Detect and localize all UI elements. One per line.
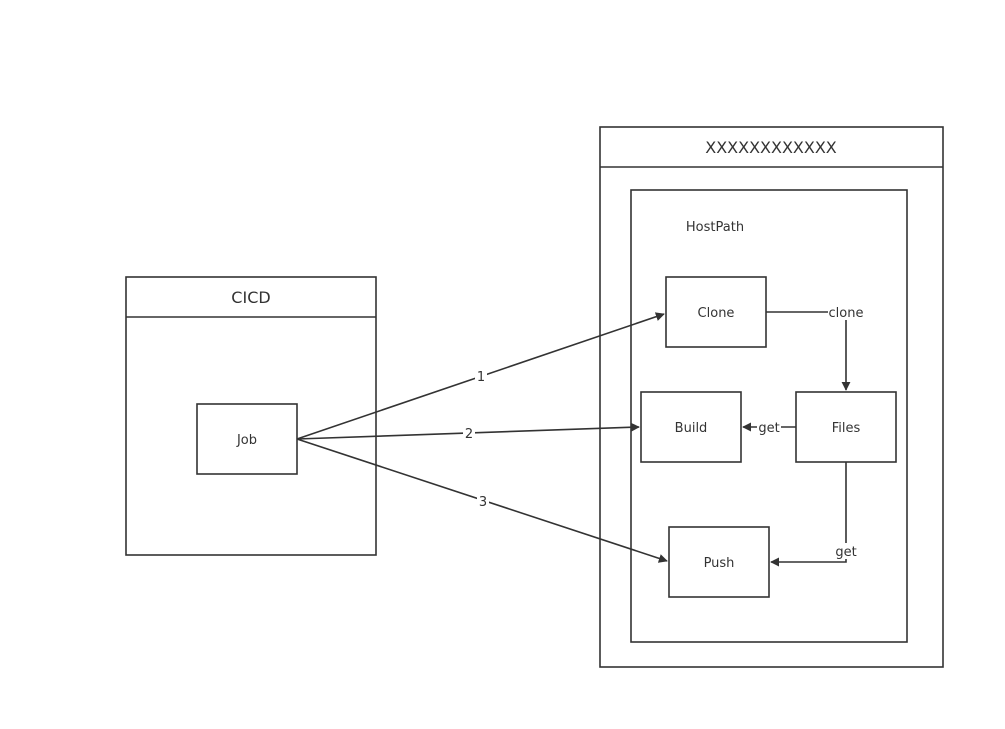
edge-files-build-label: get: [758, 421, 779, 436]
edge-files-push[interactable]: get: [770, 462, 858, 567]
job-label: Job: [236, 433, 257, 448]
clone-label: Clone: [698, 306, 735, 321]
edge-clone-files[interactable]: clone: [766, 304, 864, 391]
hostpath-title: HostPath: [686, 220, 744, 235]
push-label: Push: [704, 556, 735, 571]
edge-job-clone[interactable]: 1: [296, 312, 665, 440]
files-label: Files: [832, 421, 861, 436]
job-node[interactable]: Job: [196, 403, 298, 475]
cicd-title: CICD: [231, 288, 270, 307]
edge-job-clone-label: 1: [477, 370, 485, 385]
build-label: Build: [675, 421, 708, 436]
edge-job-push-label: 3: [479, 495, 487, 510]
edge-files-push-label: get: [835, 545, 856, 560]
edge-job-push[interactable]: 3: [296, 438, 668, 563]
server-title: XXXXXXXXXXXX: [705, 138, 837, 157]
files-node[interactable]: Files: [795, 391, 897, 463]
edge-job-build-label: 2: [465, 427, 473, 442]
build-node[interactable]: Build: [640, 391, 742, 463]
clone-node[interactable]: Clone: [665, 276, 767, 348]
edge-files-build[interactable]: get: [742, 419, 796, 436]
edge-clone-files-label: clone: [829, 306, 864, 321]
edge-job-build[interactable]: 2: [296, 422, 640, 442]
push-node[interactable]: Push: [668, 526, 770, 598]
